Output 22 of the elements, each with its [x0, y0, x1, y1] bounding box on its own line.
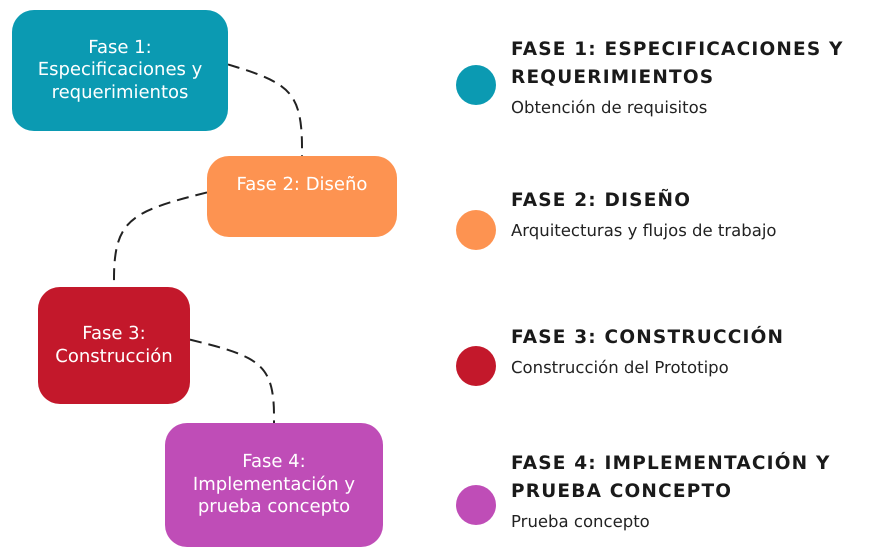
phase-heading: FASE 2: DISEÑO	[511, 188, 692, 213]
phase-description: Obtención de requisitos	[511, 96, 708, 118]
phase-label: Fase 1: Especificaciones y requerimientos	[36, 36, 204, 104]
phase-description: Prueba concepto	[511, 510, 651, 532]
phase-heading: FASE 4: IMPLEMENTACIÓN Y PRUEBA CONCEPTO	[511, 450, 832, 504]
circle-marker	[456, 346, 496, 386]
dashed-connector	[190, 338, 275, 423]
phase-label: Fase 2: Diseño	[236, 174, 368, 196]
phase-box	[38, 287, 190, 404]
phase-box	[165, 423, 383, 547]
phase-box	[207, 156, 397, 237]
phase-heading: FASE 3: CONSTRUCCIÓN	[511, 324, 786, 350]
circle-marker	[456, 210, 496, 250]
phase-box	[12, 10, 228, 131]
phase-description: Construcción del Prototipo	[511, 356, 730, 379]
phase-label: Fase 3: Construcción	[54, 323, 174, 368]
circle-marker	[456, 485, 496, 525]
phase-label: Fase 4: Implementación y prueba concepto	[192, 451, 356, 519]
phase-description: Arquitecturas y flujos de trabajo	[511, 220, 778, 242]
phase-heading: FASE 1: ESPECIFICACIONES Y REQUERIMIENTOS	[511, 38, 845, 90]
dashed-connector	[228, 64, 303, 156]
circle-marker	[456, 65, 496, 105]
